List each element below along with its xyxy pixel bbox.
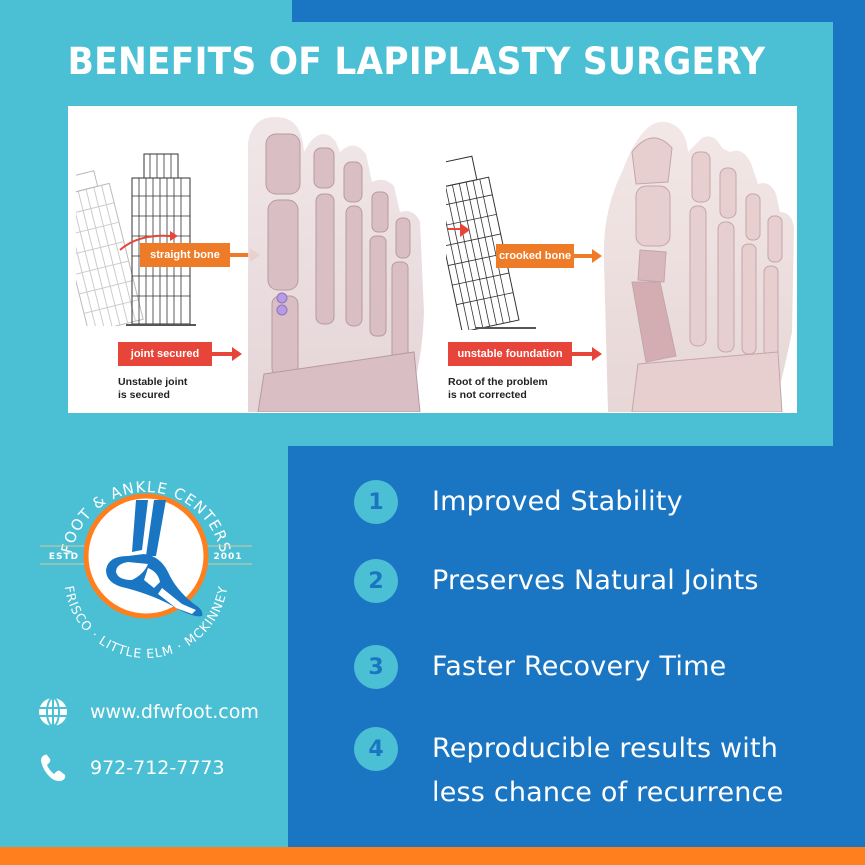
- lapiplasty-panel: straight bone joint secured Unstable joi…: [68, 106, 428, 413]
- joint-secured-label: joint secured: [118, 342, 212, 366]
- corrected-foot-skeleton-icon: [248, 117, 424, 412]
- decor-orange-bottom-bar: [0, 847, 865, 865]
- traditional-bunionectomy-panel: crooked bone unstable foundation Root of…: [436, 106, 796, 413]
- benefit-text: Improved Stability: [432, 486, 683, 517]
- decor-blue-top-strip: [292, 0, 865, 22]
- decor-blue-right-strip: [833, 0, 865, 446]
- benefit-text: Reproducible results with less chance of…: [432, 733, 784, 808]
- benefit-number-badge: 1: [354, 480, 398, 524]
- straight-bone-label: straight bone: [140, 243, 230, 267]
- unstable-foundation-arrow-icon: [572, 347, 602, 361]
- tilt-indicator-arrow-icon: [448, 223, 470, 237]
- bunion-foot-skeleton-icon: [603, 121, 794, 412]
- benefit-text: Faster Recovery Time: [432, 651, 727, 682]
- benefit-item-4: 4 Reproducible results with less chance …: [354, 727, 783, 815]
- phone-icon: [41, 754, 66, 782]
- foot-ankle-centers-logo: FOOT & ANKLE CENTERS FRISCO · LITTLE ELM…: [40, 478, 252, 661]
- unstable-foundation-label: unstable foundation: [448, 342, 572, 366]
- website-contact[interactable]: www.dfwfoot.com: [38, 697, 259, 727]
- comparison-illustration: straight bone joint secured Unstable joi…: [68, 106, 797, 413]
- phone-contact[interactable]: 972-712-7773: [38, 753, 225, 783]
- leaning-tower-icon: [446, 155, 536, 330]
- globe-icon: [39, 697, 67, 727]
- page-title: BENEFITS OF LAPIPLASTY SURGERY: [67, 40, 766, 83]
- benefit-number-badge: 4: [354, 727, 398, 771]
- crooked-bone-label: crooked bone: [496, 244, 574, 268]
- website-link[interactable]: www.dfwfoot.com: [90, 701, 259, 723]
- joint-secured-arrow-icon: [212, 347, 242, 361]
- phone-number[interactable]: 972-712-7773: [90, 757, 225, 779]
- left-caption: Unstable joint is secured: [118, 376, 188, 401]
- benefit-item-2: 2 Preserves Natural Joints: [354, 559, 759, 603]
- foot-bone-icon: [106, 500, 203, 617]
- benefit-item-1: 1 Improved Stability: [354, 480, 683, 524]
- benefit-text: Preserves Natural Joints: [432, 565, 759, 596]
- benefit-number-badge: 2: [354, 559, 398, 603]
- svg-text:2001: 2001: [213, 552, 242, 562]
- svg-text:ESTD: ESTD: [49, 552, 79, 562]
- benefit-number-badge: 3: [354, 645, 398, 689]
- right-caption: Root of the problem is not corrected: [448, 376, 548, 401]
- benefit-item-3: 3 Faster Recovery Time: [354, 645, 726, 689]
- crooked-bone-arrow-icon: [574, 249, 602, 263]
- leaning-tower-ghost-icon: [76, 170, 144, 326]
- correction-arrow-icon: [119, 231, 178, 251]
